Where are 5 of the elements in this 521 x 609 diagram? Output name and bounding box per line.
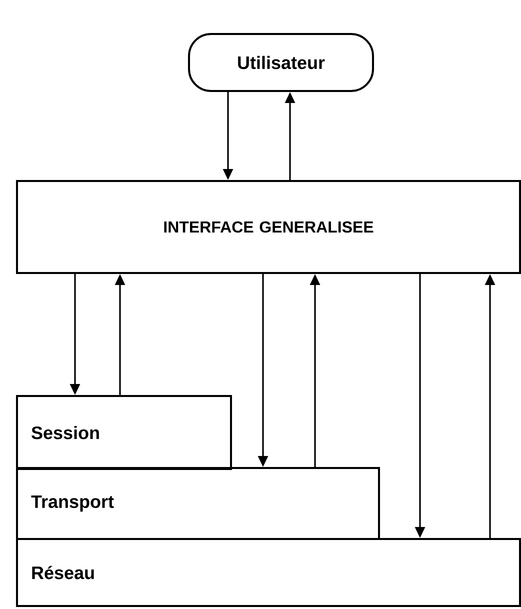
user-box: Utilisateur: [188, 33, 374, 92]
layer-box: Transport: [16, 467, 380, 540]
interface-box: INTERFACE GENERALISEE: [16, 180, 521, 274]
layer-box: Réseau: [16, 538, 521, 607]
layer-box: Session: [16, 395, 232, 470]
